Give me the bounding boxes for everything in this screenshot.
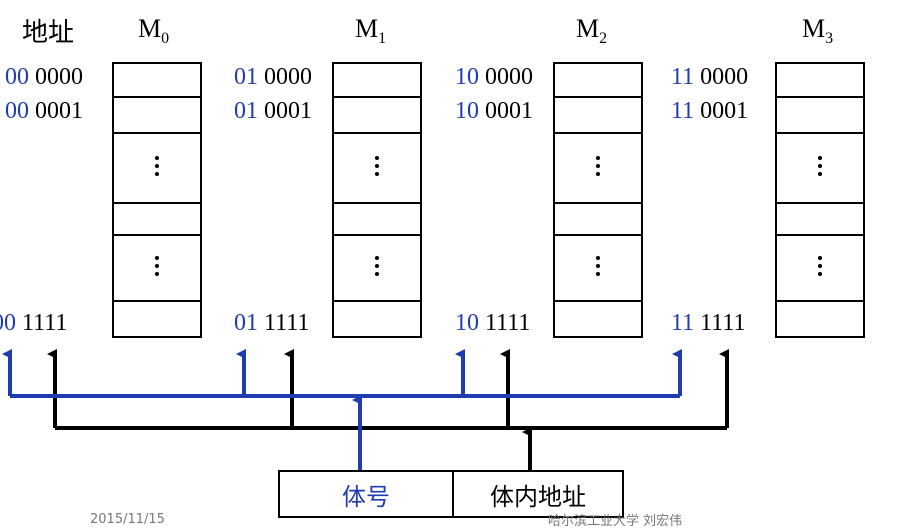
footer-date: 2015/11/15 bbox=[90, 512, 165, 527]
vertical-ellipsis-icon bbox=[154, 252, 160, 280]
address-m0-second: 00 0001 bbox=[5, 98, 83, 124]
address-m1-second: 01 0001 bbox=[234, 98, 312, 124]
memory-cell-ellipsis bbox=[332, 234, 422, 302]
bank-select-bus bbox=[2, 349, 682, 472]
memory-cell bbox=[112, 96, 202, 134]
address-m2-second: 10 0001 bbox=[455, 98, 533, 124]
vertical-ellipsis-icon bbox=[595, 252, 601, 280]
module-title-m1: M1 bbox=[355, 14, 387, 48]
memory-cell bbox=[112, 300, 202, 338]
memory-cell bbox=[112, 62, 202, 98]
vertical-ellipsis-icon bbox=[374, 152, 380, 180]
memory-cell bbox=[332, 300, 422, 338]
memory-cell bbox=[553, 300, 643, 338]
module-title-m3: M3 bbox=[802, 14, 834, 48]
address-m3-last: 11 1111 bbox=[671, 310, 746, 336]
memory-cell bbox=[775, 300, 865, 338]
vertical-ellipsis-icon bbox=[595, 152, 601, 180]
module-title-m2: M2 bbox=[576, 14, 608, 48]
inner-address-field: 体内地址 bbox=[452, 470, 624, 518]
address-m3-second: 11 0001 bbox=[671, 98, 749, 124]
memory-cell bbox=[332, 96, 422, 134]
vertical-ellipsis-icon bbox=[817, 152, 823, 180]
address-m1-last: 01 1111 bbox=[234, 310, 310, 336]
vertical-ellipsis-icon bbox=[154, 152, 160, 180]
vertical-ellipsis-icon bbox=[374, 252, 380, 280]
bank-number-field: 体号 bbox=[278, 470, 454, 518]
memory-cell-ellipsis bbox=[332, 132, 422, 204]
address-m3-first: 11 0000 bbox=[671, 64, 749, 90]
memory-cell-ellipsis bbox=[112, 132, 202, 204]
address-m0-last: 00 1111 bbox=[0, 310, 68, 336]
vertical-ellipsis-icon bbox=[817, 252, 823, 280]
module-title-m0: M0 bbox=[138, 14, 170, 48]
memory-cell bbox=[775, 96, 865, 134]
address-header: 地址 bbox=[22, 18, 75, 48]
inner-address-bus bbox=[47, 349, 729, 472]
address-m2-last: 10 1111 bbox=[455, 310, 531, 336]
footer-author: 哈尔滨工业大学 刘宏伟 bbox=[548, 514, 683, 529]
address-m2-first: 10 0000 bbox=[455, 64, 533, 90]
memory-cell-ellipsis bbox=[112, 234, 202, 302]
address-m1-first: 01 0000 bbox=[234, 64, 312, 90]
address-m0-first: 00 0000 bbox=[5, 64, 83, 90]
